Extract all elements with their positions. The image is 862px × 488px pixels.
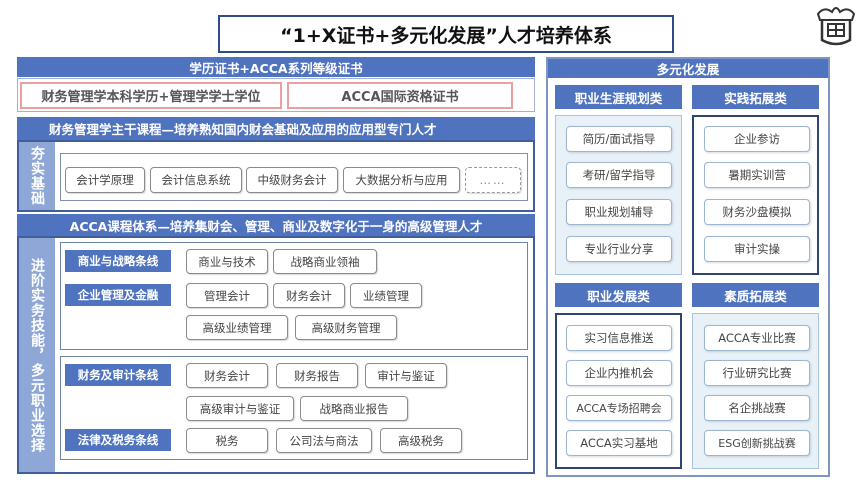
item-chip: 名企挑战赛 [704, 395, 810, 421]
item-chip: ACCA实习基地 [566, 430, 672, 456]
item-chip: 职业规划辅导 [566, 199, 672, 225]
group-header-quality: 素质拓展类 [692, 283, 819, 307]
item-chip: 财务沙盘模拟 [704, 199, 810, 225]
course-chip: 高级审计与鉴证 [186, 396, 294, 421]
item-chip: 行业研究比赛 [704, 360, 810, 386]
course-chip: 财务会计 [273, 283, 345, 308]
course-chip: 会计信息系统 [150, 167, 242, 193]
acca-bar: ACCA课程体系—培养集财会、管理、商业及数字化于一身的高级管理人才 [17, 214, 535, 236]
cert-item-acca: ACCA国际资格证书 [287, 82, 513, 109]
university-seal-icon [812, 2, 860, 50]
course-chip: 财务会计 [186, 363, 268, 388]
item-chip: ESG创新挑战赛 [704, 430, 810, 456]
course-chip: 战略商业报告 [300, 396, 408, 421]
course-chip: 商业与技术 [186, 249, 268, 274]
course-chip: 公司法与商法 [276, 428, 372, 453]
course-chip: 大数据分析与应用 [343, 167, 460, 193]
course-chip: 税务 [186, 428, 268, 453]
course-chip: 中级财务会计 [246, 167, 338, 193]
item-chip: ACCA专业比赛 [704, 325, 810, 351]
main-course-bar: 财务管理学主干课程—培养熟知国内财会基础及应用的应用型专门人才 [17, 117, 535, 140]
course-chip: 战略商业领袖 [273, 249, 377, 274]
item-chip: 企业内推机会 [566, 360, 672, 386]
group-header-practice: 实践拓展类 [692, 85, 819, 109]
item-chip: 考研/留学指导 [566, 162, 672, 188]
item-chip: 实习信息推送 [566, 325, 672, 351]
track-tag-management: 企业管理及金融 [65, 284, 171, 306]
item-chip: 审计实操 [704, 236, 810, 262]
cert-bar: 学历证书+ACCA系列等级证书 [17, 57, 535, 77]
page-title: “1+X证书+多元化发展”人才培养体系 [218, 15, 674, 53]
track-tag-business: 商业与战略条线 [65, 250, 171, 272]
item-chip: 专业行业分享 [566, 236, 672, 262]
group-header-career-planning: 职业生涯规划类 [555, 85, 682, 109]
advanced-label: 进阶实务技能，多元职业选择 [19, 238, 55, 472]
cert-item-degree: 财务管理学本科学历+管理学学士学位 [20, 82, 282, 109]
course-chip: 会计学原理 [65, 167, 145, 193]
item-chip: 简历/面试指导 [566, 126, 672, 152]
course-chip: 高级财务管理 [295, 315, 397, 340]
course-chip: 业绩管理 [350, 283, 422, 308]
foundation-label: 夯实基础 [19, 142, 55, 210]
item-chip: ACCA专场招聘会 [566, 395, 672, 421]
track-tag-audit: 财务及审计条线 [65, 364, 171, 386]
item-chip: 企业参访 [704, 126, 810, 152]
course-chip: 管理会计 [186, 283, 268, 308]
course-chip-more: …… [465, 167, 521, 193]
item-chip: 暑期实训营 [704, 162, 810, 188]
course-chip: 高级业绩管理 [186, 315, 288, 340]
group-header-career-development: 职业发展类 [555, 283, 682, 307]
course-chip: 高级税务 [380, 428, 462, 453]
course-chip: 审计与鉴证 [365, 363, 447, 388]
diversified-header: 多元化发展 [548, 59, 828, 78]
course-chip: 财务报告 [276, 363, 358, 388]
track-tag-law-tax: 法律及税务条线 [65, 429, 171, 451]
